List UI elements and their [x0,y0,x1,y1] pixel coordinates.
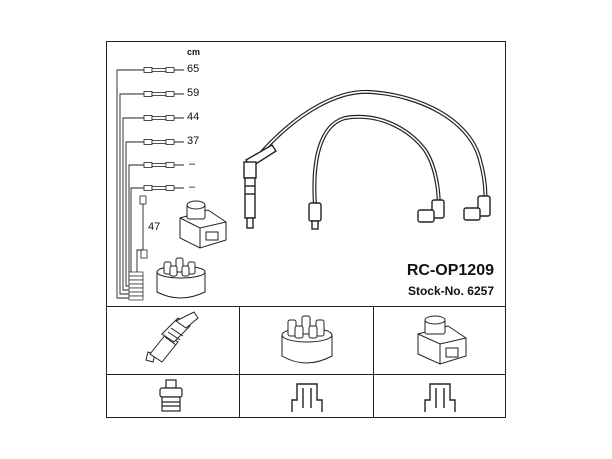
distributor-cap-icon [281,315,333,364]
spark-plug-icon [145,311,199,363]
stock-number: Stock-No. 6257 [407,284,494,298]
cable-short [312,114,441,217]
mini-cables [131,67,185,259]
bundle-wire-2 [119,93,132,295]
bundle-wire-5 [128,164,132,283]
bundle-wire-7 [136,196,144,274]
divider-col-2 [373,306,374,418]
plug-connector-icon [159,379,183,412]
cable-bundle [116,69,144,299]
bundle-wire-6 [130,187,132,278]
bundle-wire-3 [122,117,132,291]
coil-boot-2 [463,195,491,221]
main-cables [260,89,488,217]
divider-top [106,306,506,307]
product-code: RC-OP1209 [406,262,494,279]
length-label-6: – [189,181,196,193]
ignition-coil-icon [417,315,467,365]
bundle-wire-1 [116,69,132,299]
plug-boot-short [308,202,322,230]
cable-short-inner [313,116,440,216]
small-distributor-cap [156,257,206,299]
plug-boot-long [243,144,277,229]
coil-boot-1 [417,199,445,223]
bundle-wire-4 [125,141,132,287]
small-ignition-coil [179,200,227,249]
length-label-7: 47 [148,221,161,233]
cable-long-inner [261,91,487,211]
length-label-4: 37 [187,135,200,147]
length-label-2: 59 [187,87,200,99]
length-label-5: – [189,158,196,170]
cable-long [260,89,488,212]
unit-label: cm [187,47,201,57]
cap-terminal-icon [291,383,323,412]
length-label-3: 44 [187,111,200,123]
length-label-1: 65 [187,63,200,75]
bundle-terminals [128,271,144,301]
divider-col-1 [239,306,240,418]
coil-terminal-icon [424,383,456,412]
diagram-frame [106,41,506,418]
divider-middle [106,374,506,375]
